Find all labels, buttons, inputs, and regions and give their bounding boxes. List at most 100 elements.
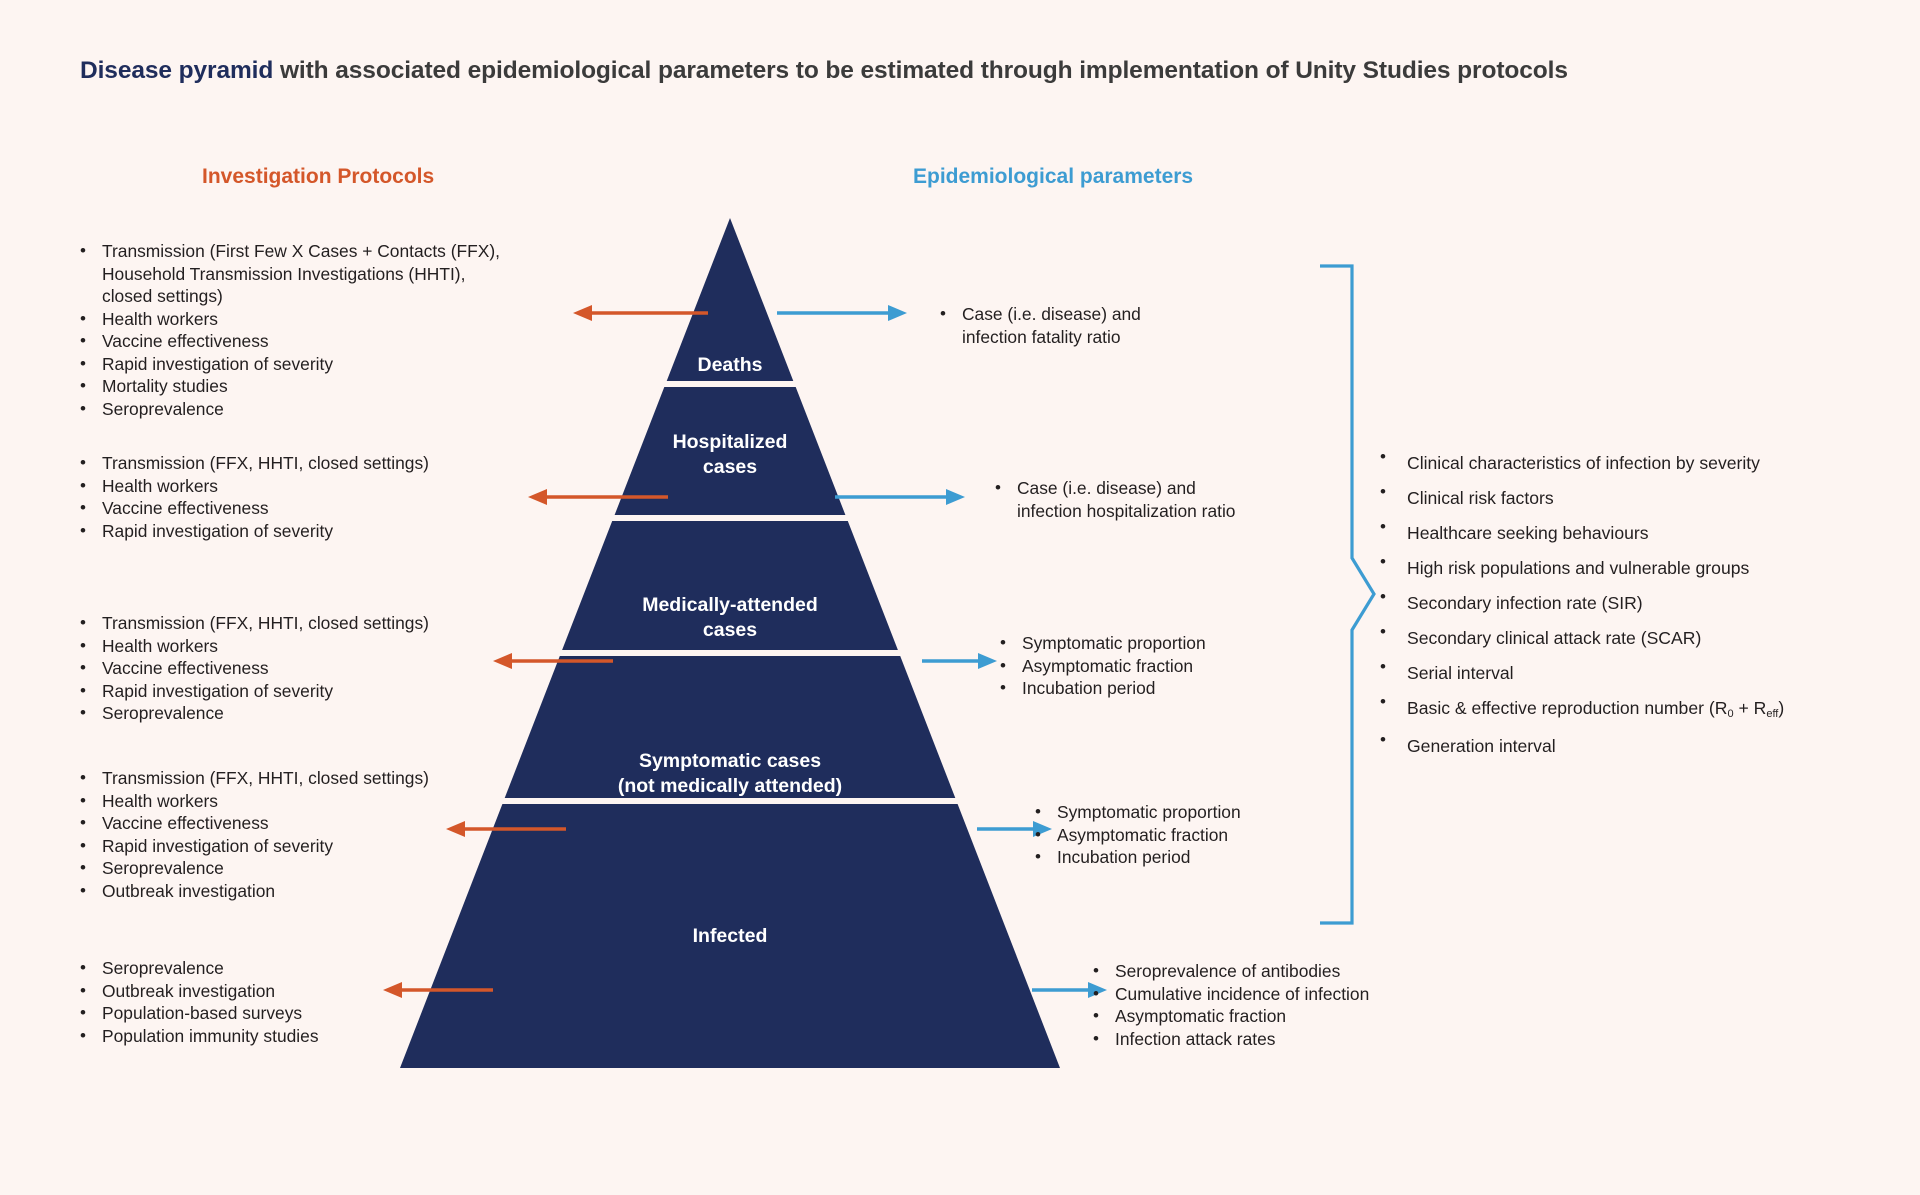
arrow-left-infected [383,982,493,998]
protocol-hospitalized-item: • Vaccine effectiveness [80,497,560,520]
protocol-deaths-item-label: Vaccine effectiveness [102,331,269,351]
parameter-medically-attended-item-label: Symptomatic proportion [1022,633,1206,653]
protocol-deaths-item: •Health workers [80,308,560,331]
protocol-deaths-item: •Mortality studies [80,375,560,398]
bullet-icon: • [80,475,86,495]
protocol-infected-item: •Seroprevalence [80,957,560,980]
pyramid-shape [400,218,1060,1068]
protocol-medically-attended-item: •Health workers [80,635,560,658]
protocol-medically-attended-item: •Seroprevalence [80,702,560,725]
bullet-icon: • [80,398,86,418]
protocol-medically-attended-item-label: Health workers [102,635,218,656]
protocol-infected-item-label: Population-based surveys [102,1003,303,1023]
bullet-icon: • [1380,447,1386,466]
bullet-icon: • [80,813,86,832]
pyramid-tier-symptomatic [504,656,956,798]
parameter-medically-attended-item-label: Asymptomatic fraction [1022,655,1194,676]
parameter-list-symptomatic: •Symptomatic proportion•Asymptomatic fra… [1035,801,1365,869]
bullet-icon: • [1093,983,1099,1003]
protocol-medically-attended-item: • Vaccine effectiveness [80,657,560,680]
protocol-list-medically-attended: •Transmission (FFX, HHTI, closed setting… [80,612,560,725]
bullet-icon: • [80,353,86,373]
parameter-infected-item-label: Seroprevalence of antibodies [1115,961,1341,981]
parameter-symptomatic-item-label: Asymptomatic fraction [1057,824,1229,845]
protocol-deaths-item: •Rapid investigation of severity [80,353,560,376]
bullet-icon: • [80,331,86,350]
bullet-icon: • [1380,482,1386,501]
bullet-icon: • [1380,730,1386,749]
cross-cutting-parameter-item-label: Healthcare seeking behaviours [1407,523,1649,543]
cross-cutting-parameter-item: • Clinical characteristics of infection b… [1380,446,1880,481]
parameter-deaths-item: • Case (i.e. disease) and infection fatal… [940,303,1270,348]
protocol-infected-item-label: Outbreak investigation [102,980,276,1001]
protocol-hospitalized-item-label: Transmission (FFX, HHTI, closed settings… [102,453,429,473]
protocol-medically-attended-item: •Transmission (FFX, HHTI, closed setting… [80,612,560,635]
parameter-symptomatic-item: •Symptomatic proportion [1035,801,1365,824]
parameter-hospitalized-item: •Case (i.e. disease) and infection hospi… [995,477,1335,522]
bullet-icon: • [80,858,86,877]
bullet-icon: • [80,880,86,900]
cross-cutting-parameter-item: •Basic & effective reproduction number (… [1380,691,1880,729]
bullet-icon: • [1035,824,1041,844]
arrow-left-symptomatic [446,821,566,837]
cross-cutting-parameter-item: •High risk populations and vulnerable gr… [1380,551,1880,586]
protocol-hospitalized-item-label: Rapid investigation of severity [102,520,334,541]
arrow-right-infected [1032,982,1107,998]
protocol-medically-attended-item-label: Rapid investigation of severity [102,680,334,701]
cross-cutting-parameter-item-label: Secondary clinical attack rate (SCAR) [1407,628,1702,648]
protocol-list-hospitalized: • Transmission (FFX, HHTI, closed setting… [80,452,560,542]
bullet-icon: • [940,304,946,323]
cross-cutting-parameter-item: • Generation interval [1380,729,1880,764]
protocol-hospitalized-item: • Transmission (FFX, HHTI, closed setting… [80,452,560,475]
bullet-icon: • [80,958,86,977]
parameter-medically-attended-item-label: Incubation period [1022,678,1156,698]
protocol-medically-attended-item-label: Vaccine effectiveness [102,658,269,678]
arrow-left-hospitalized [528,489,668,505]
bullet-icon: • [80,1025,86,1045]
protocol-list-deaths: •Transmission (First Few X Cases + Conta… [80,240,560,420]
protocol-symptomatic-item: •Health workers [80,790,560,813]
bullet-icon: • [80,1003,86,1022]
protocol-deaths-item-label: Mortality studies [102,376,228,396]
bullet-icon: • [80,680,86,700]
bullet-icon: • [1380,657,1386,676]
cross-cutting-parameter-item-label: Generation interval [1407,736,1556,756]
bullet-icon: • [80,453,86,472]
bullet-icon: • [80,498,86,517]
protocol-medically-attended-item: • Rapid investigation of severity [80,680,560,703]
cross-cutting-parameter-item: •Secondary infection rate (SIR) [1380,586,1880,621]
parameter-infected-item: •Infection attack rates [1093,1028,1453,1051]
parameter-symptomatic-item: • Asymptomatic fraction [1035,824,1365,847]
arrow-right-medically-attended [922,653,997,669]
parameter-infected-item: •Cumulative incidence of infection [1093,983,1453,1006]
bullet-icon: • [1380,692,1386,711]
arrow-right-symptomatic [977,821,1052,837]
cross-cutting-parameter-item-label: Secondary infection rate (SIR) [1407,593,1643,613]
bullet-icon: • [80,835,86,855]
protocol-hospitalized-item-label: Vaccine effectiveness [102,498,269,518]
cross-cutting-parameter-item: •Serial interval [1380,656,1880,691]
pyramid-tier-hospitalized [614,387,846,515]
protocol-hospitalized-item: •Rapid investigation of severity [80,520,560,543]
protocol-symptomatic-item: • Vaccine effectiveness [80,812,560,835]
cross-cutting-parameter-item-label: Clinical characteristics of infection by… [1407,453,1760,473]
protocol-symptomatic-item-label: Transmission (FFX, HHTI, closed settings… [102,768,429,788]
bullet-icon: • [80,790,86,810]
protocol-symptomatic-item: •Seroprevalence [80,857,560,880]
cross-cutting-parameter-item-label: High risk populations and vulnerable gro… [1407,558,1750,578]
column-heading-investigation-protocols: Investigation Protocols [202,165,435,188]
protocol-symptomatic-item: •Rapid investigation of severity [80,835,560,858]
parameter-deaths-item-label: Case (i.e. disease) and infection fatali… [962,304,1141,347]
parameter-symptomatic-item: • Incubation period [1035,846,1365,869]
bullet-icon: • [1035,847,1041,866]
bullet-icon: • [80,658,86,677]
protocol-symptomatic-item-label: Vaccine effectiveness [102,813,269,833]
parameter-list-infected: • Seroprevalence of antibodies•Cumulative… [1093,960,1453,1050]
bullet-icon: • [1380,517,1386,536]
parameter-symptomatic-item-label: Incubation period [1057,847,1191,867]
arrow-right-hospitalized [835,489,965,505]
cross-cutting-parameter-item-label: Clinical risk factors [1407,488,1554,508]
protocol-list-infected: •Seroprevalence•Outbreak investigation•P… [80,957,560,1047]
protocol-symptomatic-item: •Outbreak investigation [80,880,560,903]
